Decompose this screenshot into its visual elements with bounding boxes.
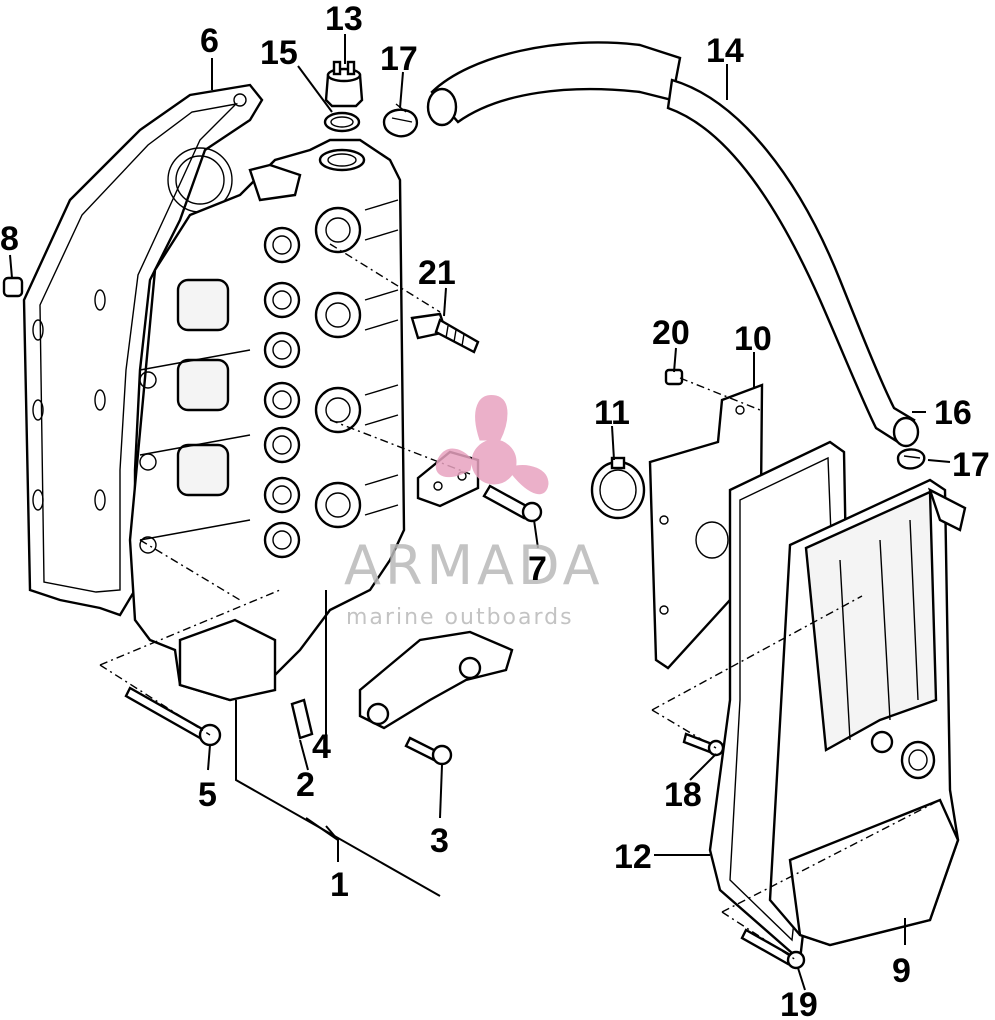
callout-18: 18 [664, 776, 702, 814]
callout-20: 20 [652, 314, 690, 352]
bearing-bracket [358, 630, 514, 730]
callout-2: 2 [296, 766, 315, 804]
spark-plug [410, 312, 480, 354]
hose-clamp-lower [896, 448, 926, 470]
watermark: ARMADA marine outboards [344, 394, 604, 630]
hose-clamp-upper [382, 103, 419, 138]
callout-1: 1 [330, 866, 349, 904]
callout-16: 16 [934, 394, 972, 432]
callout-17-lower: 17 [952, 446, 990, 484]
callout-7: 7 [528, 550, 547, 588]
callout-21: 21 [418, 254, 456, 292]
assembly-lines [99, 243, 941, 961]
long-cover-bolt [740, 928, 806, 970]
callout-8: 8 [0, 220, 19, 258]
callout-3: 3 [430, 822, 449, 860]
short-bolt [404, 736, 453, 766]
dowel-pin [290, 698, 314, 740]
callout-19: 19 [780, 986, 818, 1020]
callout-4: 4 [312, 728, 331, 766]
dowel-plug [2, 276, 24, 298]
watermark-brand: ARMADA [344, 534, 604, 597]
cylinder-head-cover [768, 478, 967, 947]
leader-lines [9, 34, 951, 991]
callout-12: 12 [614, 838, 652, 876]
callout-6: 6 [200, 22, 219, 60]
cylinder-head-gasket [22, 83, 264, 617]
plate-bolt [664, 368, 684, 386]
callout-14: 14 [706, 32, 744, 70]
callout-11: 11 [594, 394, 630, 432]
long-head-bolt [124, 686, 222, 747]
anode-bolt [482, 484, 543, 523]
propeller-logo [435, 394, 549, 495]
callout-10: 10 [734, 320, 772, 358]
o-ring [323, 111, 361, 133]
callout-15: 15 [260, 34, 298, 72]
water-cap [324, 60, 364, 108]
intake-bosses [139, 278, 251, 554]
callout-9: 9 [892, 952, 911, 990]
callout-13: 13 [325, 0, 363, 38]
callout-17-upper: 17 [380, 40, 418, 78]
valve-ports [263, 206, 362, 559]
watermark-tagline: marine outboards [346, 605, 574, 630]
callout-5: 5 [198, 776, 217, 814]
cover-bolt [682, 732, 725, 757]
grommet-ring [590, 456, 646, 520]
cylinder-head [128, 138, 406, 702]
water-hose [426, 41, 920, 448]
